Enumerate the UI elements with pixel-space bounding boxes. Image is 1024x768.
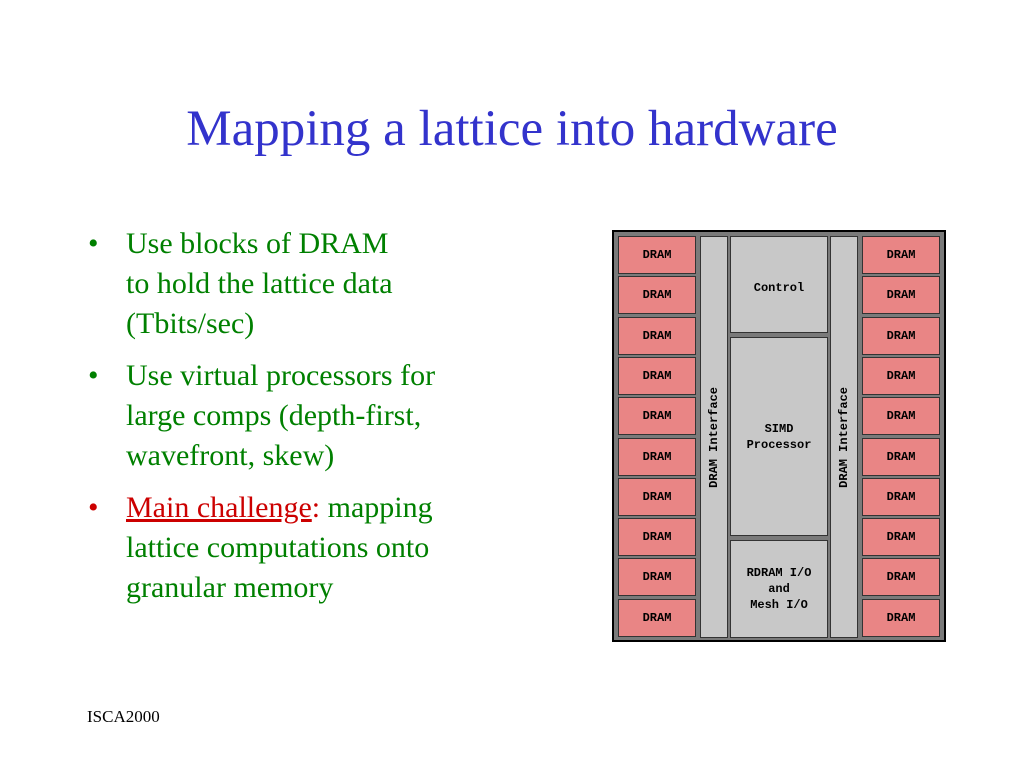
dram-label: DRAM (642, 570, 672, 585)
dram-label: DRAM (642, 409, 672, 424)
dram-block-left-2: DRAM (618, 276, 696, 315)
dram-block-right-2: DRAM (862, 276, 940, 315)
bullet-line: wavefront, skew) (126, 439, 335, 472)
simd-label: SIMD (764, 421, 794, 436)
bullet-item: • Use blocks of DRAM to hold the lattice… (88, 224, 558, 344)
dram-label: DRAM (886, 248, 916, 262)
highlight-text: Main challenge (126, 491, 312, 524)
bullet-text: mapping (320, 491, 433, 524)
footer-label: ISCA2000 (87, 707, 160, 726)
dram-label: DRAM (886, 570, 916, 585)
dram-label: DRAM (642, 288, 672, 303)
dram-label: DRAM (886, 368, 916, 383)
dram-label: DRAM (642, 530, 672, 545)
bullet-marker: • (88, 491, 99, 524)
colon: : (311, 491, 321, 524)
interface-label: DRAM Interface (707, 386, 721, 488)
dram-block-left-5: DRAM (618, 397, 696, 436)
control-label: Control (753, 281, 805, 295)
dram-block-right-3: DRAM (862, 316, 940, 355)
dram-block-right-1: DRAM (862, 236, 940, 274)
dram-label: DRAM (886, 610, 916, 625)
slide-title: Mapping a lattice into hardware (186, 101, 838, 157)
io-block: RDRAM I/O and Mesh I/O (730, 540, 828, 638)
dram-block-right-4: DRAM (862, 356, 940, 395)
dram-block-left-3: DRAM (618, 316, 696, 355)
bullet-line: Use virtual processors for (126, 359, 436, 392)
dram-block-right-10: DRAM (862, 598, 940, 637)
dram-label: DRAM (886, 409, 916, 424)
dram-block-left-10: DRAM (618, 598, 696, 637)
bullet-marker: • (88, 359, 99, 392)
simd-processor-block: SIMD Processor (730, 337, 828, 536)
dram-label: DRAM (886, 328, 916, 343)
dram-block-left-8: DRAM (618, 518, 696, 557)
dram-block-right-9: DRAM (862, 558, 940, 597)
dram-label: DRAM (642, 610, 672, 625)
bullet-line: to hold the lattice data (126, 267, 393, 300)
bullet-line: large comps (depth-first, (126, 399, 422, 432)
bullet-line: granular memory (126, 571, 334, 604)
bullet-line: lattice computations onto (126, 531, 430, 564)
dram-block-right-5: DRAM (862, 397, 940, 436)
bullet-line: Main challenge: mapping (126, 488, 558, 528)
dram-label: DRAM (886, 530, 916, 545)
dram-label: DRAM (642, 328, 672, 343)
io-label: Mesh I/O (750, 598, 808, 612)
bullet-line: (Tbits/sec) (126, 307, 255, 340)
dram-block-right-6: DRAM (862, 437, 940, 476)
dram-block-left-6: DRAM (618, 437, 696, 476)
dram-block-left-1: DRAM (618, 236, 696, 274)
io-label: and (768, 582, 790, 596)
dram-label: DRAM (886, 489, 916, 504)
right-dram-interface: DRAM Interface (830, 236, 858, 638)
bullet-item: • Use virtual processors for large comps… (88, 356, 558, 476)
dram-block-left-9: DRAM (618, 558, 696, 597)
hardware-block-diagram: DRAM Interface DRAM Interface Control SI… (612, 230, 946, 642)
dram-label: DRAM (642, 449, 672, 464)
dram-block-left-4: DRAM (618, 356, 696, 395)
dram-label: DRAM (642, 368, 672, 383)
simd-label: Processor (746, 437, 812, 452)
dram-block-left-7: DRAM (618, 477, 696, 516)
io-label: RDRAM I/O (746, 566, 812, 580)
control-block: Control (730, 236, 828, 333)
dram-label: DRAM (886, 449, 916, 464)
dram-label: DRAM (642, 248, 672, 262)
interface-label: DRAM Interface (837, 386, 851, 488)
dram-label: DRAM (642, 489, 672, 504)
dram-block-right-8: DRAM (862, 518, 940, 557)
left-dram-interface: DRAM Interface (700, 236, 728, 638)
bullet-item: • Main challenge: mapping lattice comput… (88, 488, 558, 608)
dram-block-right-7: DRAM (862, 477, 940, 516)
bullet-marker: • (88, 227, 99, 260)
bullet-list: • Use blocks of DRAM to hold the lattice… (88, 224, 558, 620)
dram-label: DRAM (886, 288, 916, 303)
bullet-line: Use blocks of DRAM (126, 227, 389, 260)
